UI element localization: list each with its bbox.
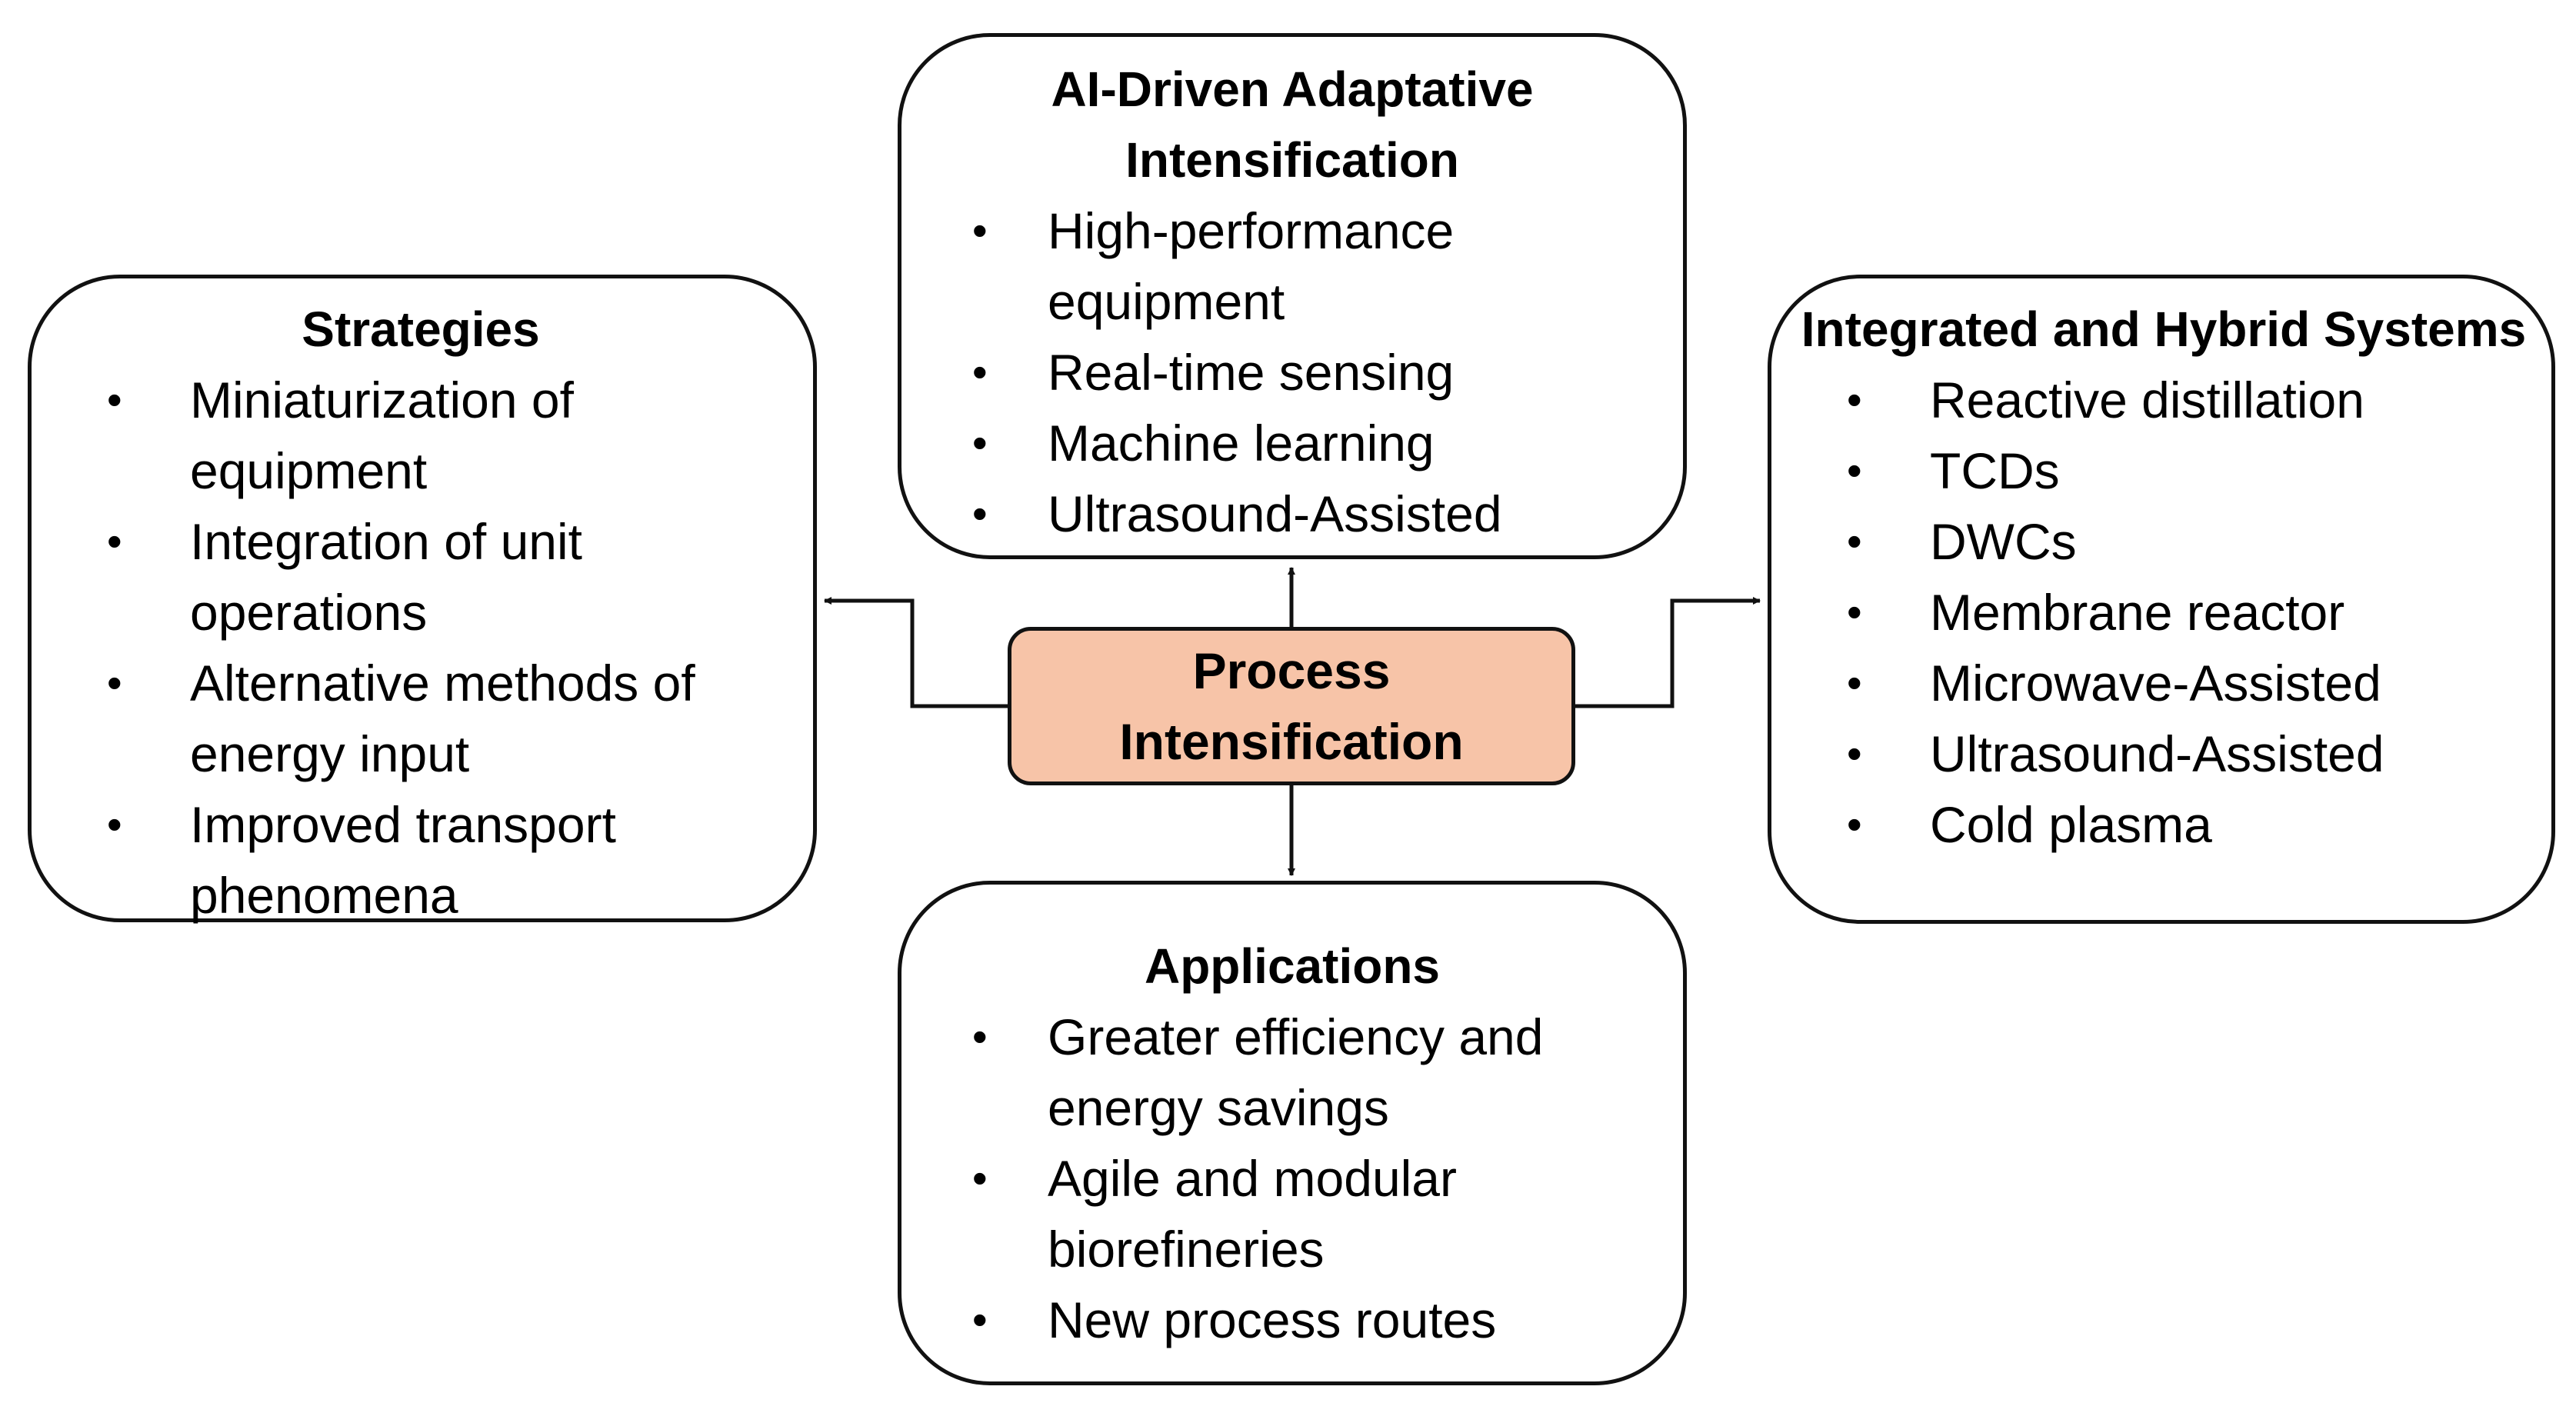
strategies-item: Integration of unit operations	[59, 506, 782, 648]
ai-intensification-item: Real-time sensing	[925, 337, 1660, 408]
strategies-box: Strategies Miniaturization of equipment …	[28, 275, 817, 924]
arrow-to-hybrid	[1575, 597, 1761, 708]
hybrid-systems-item: Membrane reactor	[1799, 577, 2528, 648]
ai-intensification-list: High-performance equipment Real-time sen…	[925, 195, 1660, 549]
ai-intensification-item: Machine learning	[925, 408, 1660, 478]
hybrid-systems-title: Integrated and Hybrid Systems	[1801, 302, 2527, 357]
applications-list: Greater efficiency and energy savings Ag…	[925, 1001, 1660, 1355]
ai-intensification-item: Ultrasound-Assisted	[925, 478, 1660, 549]
strategies-list: Miniaturization of equipment Integration…	[59, 365, 782, 931]
hybrid-systems-box: Integrated and Hybrid Systems Reactive d…	[1768, 275, 2555, 924]
applications-title: Applications	[1144, 938, 1441, 994]
hybrid-systems-item: TCDs	[1799, 435, 2528, 506]
strategies-item: Miniaturization of equipment	[59, 365, 782, 506]
applications-item: New process routes	[925, 1285, 1660, 1355]
hybrid-systems-list: Reactive distillation TCDs DWCs Membrane…	[1799, 365, 2528, 860]
applications-item: Agile and modular biorefineries	[925, 1143, 1660, 1285]
hybrid-systems-item: DWCs	[1799, 506, 2528, 577]
process-intensification-title: Process Intensification	[1119, 642, 1464, 770]
ai-intensification-title: AI-Driven Adaptative Intensification	[1051, 62, 1534, 188]
applications-item: Greater efficiency and energy savings	[925, 1001, 1660, 1143]
strategies-item: Alternative methods of energy input	[59, 648, 782, 789]
hybrid-systems-item: Cold plasma	[1799, 789, 2528, 860]
hybrid-systems-item: Ultrasound-Assisted	[1799, 718, 2528, 789]
applications-box: Applications Greater efficiency and ener…	[898, 881, 1687, 1385]
hybrid-systems-item: Reactive distillation	[1799, 365, 2528, 435]
ai-intensification-item: High-performance equipment	[925, 195, 1660, 337]
strategies-title: Strategies	[302, 302, 540, 357]
process-intensification-node: Process Intensification	[1008, 627, 1575, 785]
strategies-item: Improved transport phenomena	[59, 789, 782, 931]
arrow-to-strategies	[824, 597, 1008, 708]
ai-intensification-box: AI-Driven Adaptative Intensification Hig…	[898, 33, 1687, 559]
hybrid-systems-item: Microwave-Assisted	[1799, 648, 2528, 718]
